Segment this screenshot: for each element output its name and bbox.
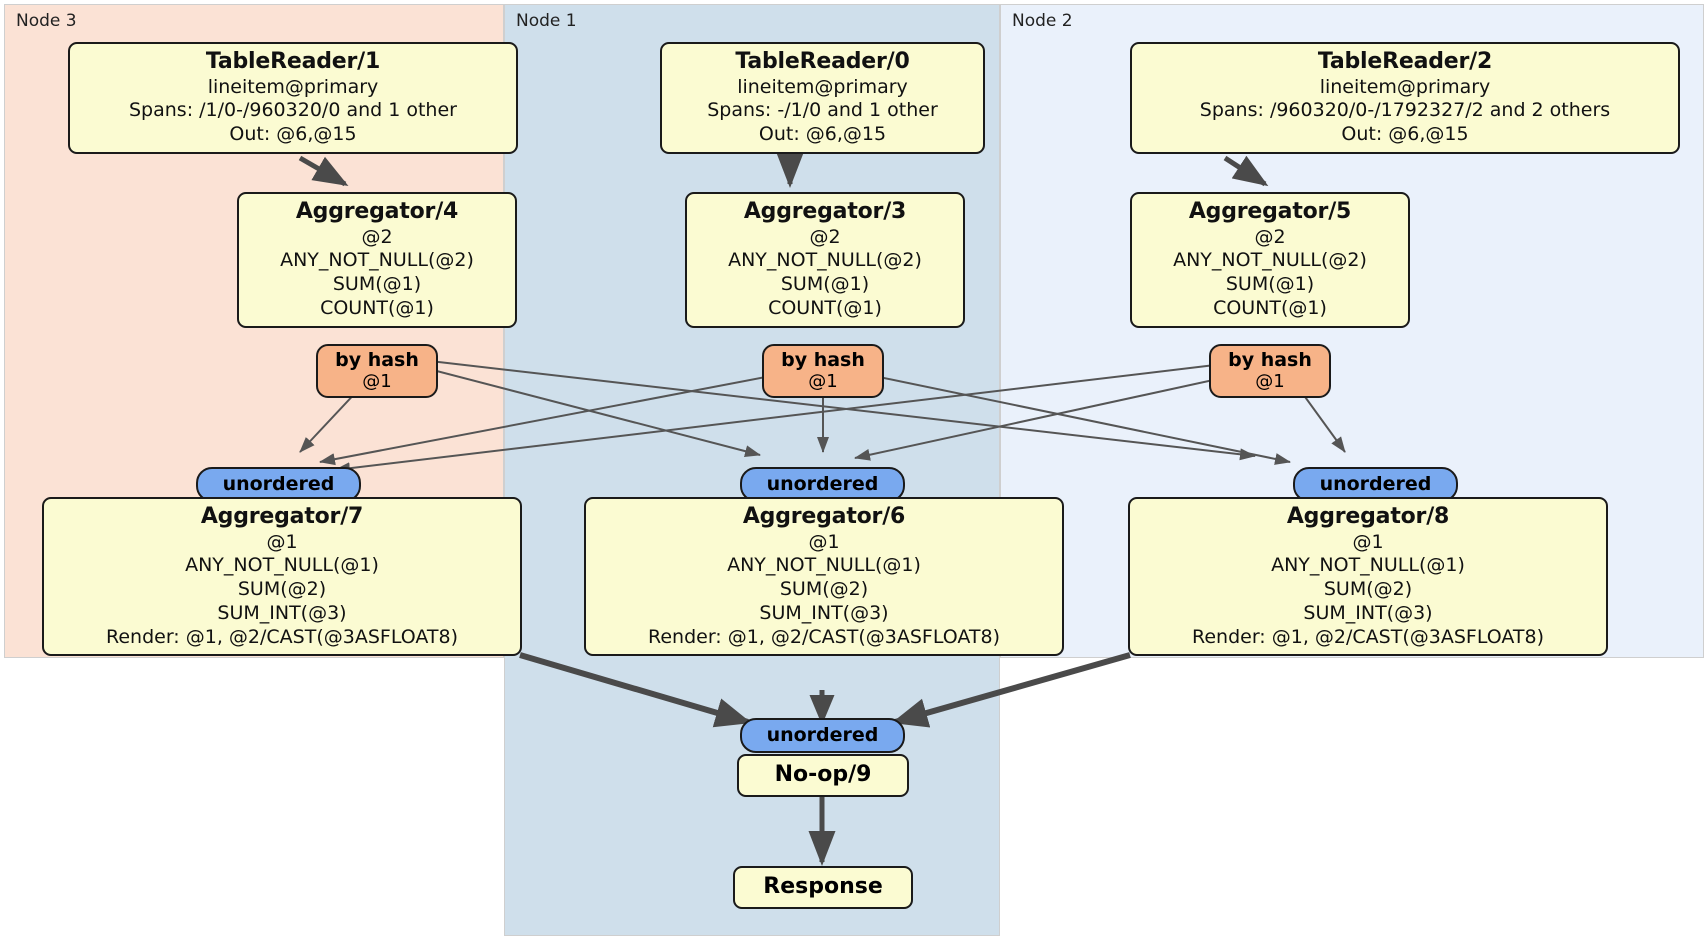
router-hash-right[interactable]: by hash @1 [1209, 344, 1331, 398]
processor-line: SUM(@1) [332, 273, 422, 296]
processor-line: ANY_NOT_NULL(@2) [280, 249, 474, 272]
processor-title: TableReader/1 [205, 49, 381, 74]
processor-line: COUNT(@1) [1213, 296, 1327, 319]
processor-line: ANY_NOT_NULL(@2) [728, 249, 922, 272]
processor-aggregator-5[interactable]: Aggregator/5 @2 ANY_NOT_NULL(@2) SUM(@1)… [1130, 192, 1410, 328]
processor-line: Render: @1, @2/CAST(@3ASFLOAT8) [648, 625, 1000, 648]
processor-line: lineitem@primary [1319, 75, 1491, 98]
processor-title: TableReader/0 [735, 49, 910, 74]
processor-line: @2 [1254, 225, 1286, 248]
processor-line: Out: @6,@15 [229, 123, 357, 146]
processor-tablereader-1[interactable]: TableReader/1 lineitem@primary Spans: /1… [68, 42, 518, 154]
processor-aggregator-7[interactable]: Aggregator/7 @1 ANY_NOT_NULL(@1) SUM(@2)… [42, 497, 522, 657]
processor-title: TableReader/2 [1317, 49, 1493, 74]
processor-aggregator-4[interactable]: Aggregator/4 @2 ANY_NOT_NULL(@2) SUM(@1)… [237, 192, 517, 328]
node-panel-label-node2: Node 2 [1012, 11, 1073, 31]
router-hash-center[interactable]: by hash @1 [762, 344, 884, 398]
router-kind-label: by hash [781, 349, 865, 371]
processor-line: Render: @1, @2/CAST(@3ASFLOAT8) [1192, 625, 1544, 648]
processor-aggregator-8[interactable]: Aggregator/8 @1 ANY_NOT_NULL(@1) SUM(@2)… [1128, 497, 1608, 657]
processor-line: Spans: /960320/0-/1792327/2 and 2 others [1199, 99, 1611, 122]
processor-line: Out: @6,@15 [1341, 123, 1469, 146]
processor-line: @1 [808, 530, 840, 553]
router-column-label: @1 [1255, 371, 1285, 393]
processor-line: ANY_NOT_NULL(@1) [185, 554, 379, 577]
processor-line: @1 [266, 530, 298, 553]
processor-line: SUM(@2) [237, 578, 327, 601]
processor-line: SUM(@1) [1225, 273, 1315, 296]
processor-line: Spans: /1/0-/960320/0 and 1 other [129, 99, 457, 122]
node-panel-label-node3: Node 3 [16, 11, 77, 31]
processor-aggregator-6[interactable]: Aggregator/6 @1 ANY_NOT_NULL(@1) SUM(@2)… [584, 497, 1064, 657]
processor-tablereader-0[interactable]: TableReader/0 lineitem@primary Spans: -/… [660, 42, 985, 154]
processor-line: SUM_INT(@3) [759, 601, 889, 624]
router-hash-left[interactable]: by hash @1 [316, 344, 438, 398]
synchronizer-unordered-center[interactable]: unordered [740, 467, 905, 503]
processor-line: Out: @6,@15 [758, 123, 887, 146]
processor-line: @2 [361, 225, 393, 248]
synchronizer-unordered-right[interactable]: unordered [1293, 467, 1458, 503]
processor-line: Render: @1, @2/CAST(@3ASFLOAT8) [106, 625, 458, 648]
router-kind-label: by hash [1228, 349, 1312, 371]
processor-line: SUM_INT(@3) [217, 601, 347, 624]
processor-line: lineitem@primary [207, 75, 379, 98]
processor-title: Aggregator/7 [200, 504, 364, 529]
processor-line: @2 [809, 225, 841, 248]
processor-line: @1 [1352, 530, 1384, 553]
processor-line: ANY_NOT_NULL(@1) [1271, 554, 1465, 577]
processor-title: Aggregator/3 [743, 199, 907, 224]
processor-line: COUNT(@1) [320, 296, 434, 319]
processor-line: ANY_NOT_NULL(@1) [727, 554, 921, 577]
node-panel-label-node1: Node 1 [516, 11, 577, 31]
processor-line: ANY_NOT_NULL(@2) [1173, 249, 1367, 272]
processor-title: Aggregator/8 [1286, 504, 1450, 529]
processor-title: Aggregator/4 [295, 199, 459, 224]
processor-aggregator-3[interactable]: Aggregator/3 @2 ANY_NOT_NULL(@2) SUM(@1)… [685, 192, 965, 328]
router-column-label: @1 [362, 371, 392, 393]
processor-noop-9[interactable]: No-op/9 [737, 754, 909, 797]
synchronizer-unordered-final[interactable]: unordered [740, 718, 905, 754]
processor-line: lineitem@primary [737, 75, 908, 98]
processor-line: SUM(@2) [779, 578, 869, 601]
processor-line: SUM(@1) [780, 273, 870, 296]
processor-response[interactable]: Response [733, 866, 913, 909]
processor-title: Aggregator/6 [742, 504, 906, 529]
processor-line: Spans: -/1/0 and 1 other [707, 99, 938, 122]
processor-line: COUNT(@1) [768, 296, 882, 319]
processor-line: SUM_INT(@3) [1303, 601, 1433, 624]
processor-line: SUM(@2) [1323, 578, 1413, 601]
processor-tablereader-2[interactable]: TableReader/2 lineitem@primary Spans: /9… [1130, 42, 1680, 154]
router-kind-label: by hash [335, 349, 419, 371]
router-column-label: @1 [808, 371, 838, 393]
processor-title: Aggregator/5 [1188, 199, 1352, 224]
